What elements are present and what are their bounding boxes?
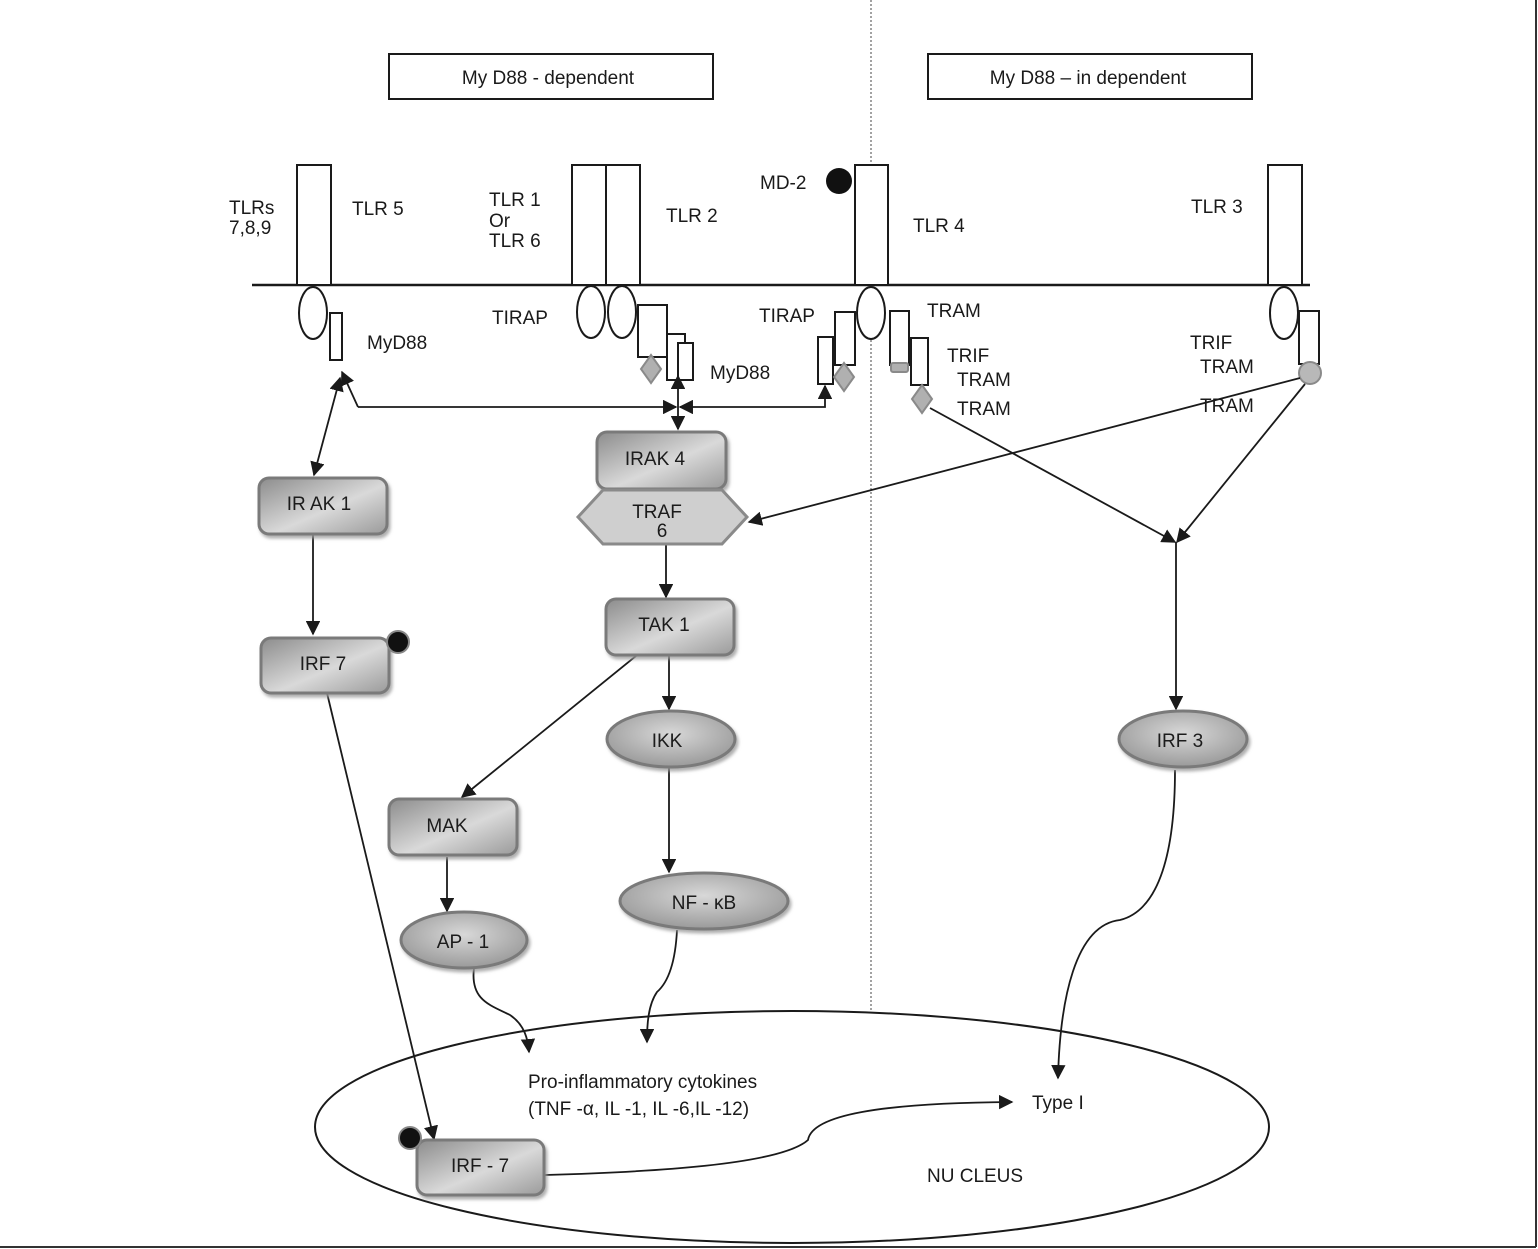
label-trif: TRIF bbox=[947, 346, 989, 367]
md2-dot bbox=[826, 168, 852, 194]
label-tirap-left: TIRAP bbox=[492, 308, 548, 329]
label-tram-a: TRAM bbox=[957, 370, 1011, 391]
adaptor-myd88-tlr4 bbox=[817, 336, 834, 385]
adaptor-tirap-tlr4 bbox=[834, 311, 856, 366]
adaptor-trif-tlr3 bbox=[1298, 310, 1320, 365]
edge-tak1-mak bbox=[460, 655, 637, 798]
node-ap1: AP - 1 bbox=[399, 910, 529, 970]
header-myd88-dependent: My D88 - dependent bbox=[388, 53, 714, 100]
node-irf7-nuclear: IRF - 7 bbox=[415, 1138, 546, 1197]
tram-cap bbox=[890, 362, 909, 373]
header-myd88-dependent-label: My D88 - dependent bbox=[462, 68, 635, 89]
diamond-tlr4-right bbox=[910, 383, 934, 415]
node-ikk-label: IKK bbox=[652, 731, 683, 752]
phosphate-dot-irf7 bbox=[386, 630, 410, 654]
label-tlr1: TLR 1 bbox=[489, 190, 541, 211]
adaptor-tram-tlr4 bbox=[889, 310, 910, 366]
phosphate-dot-irf7-nuclear bbox=[398, 1126, 422, 1150]
edge-trif-irf3-junction bbox=[1176, 383, 1306, 544]
node-traf6-label-1: TRAF bbox=[632, 502, 682, 523]
label-tram-tlr3-a: TRAM bbox=[1200, 357, 1254, 378]
label-myd88-mid: MyD88 bbox=[710, 363, 770, 384]
diamond-tlr2 bbox=[639, 353, 663, 385]
node-nfkb: NF - κB bbox=[618, 871, 790, 931]
label-myd88-left: MyD88 bbox=[367, 333, 427, 354]
receptor-tlr5 bbox=[296, 164, 332, 286]
receptor-tlr3 bbox=[1267, 164, 1303, 286]
label-tirap-right: TIRAP bbox=[759, 306, 815, 327]
node-irak1: IR AK 1 bbox=[257, 476, 389, 536]
node-traf6-label-2: 6 bbox=[657, 521, 668, 542]
label-tlrs: TLRs bbox=[229, 198, 274, 219]
adaptor-tirap-tlr2 bbox=[637, 304, 668, 358]
node-irak1-label: IR AK 1 bbox=[287, 494, 351, 515]
diamond-tlr4-left bbox=[832, 361, 856, 393]
edge-trif-traf6 bbox=[747, 377, 1301, 526]
edge-ap1-cytokines bbox=[472, 967, 536, 1054]
node-irf7: IRF 7 bbox=[259, 636, 391, 695]
node-nfkb-label: NF - κB bbox=[672, 893, 736, 914]
label-cytokines: Pro-inflammatory cytokines bbox=[528, 1072, 757, 1093]
label-md2: MD-2 bbox=[760, 173, 806, 194]
label-tram-tlr3-b: TRAM bbox=[1200, 396, 1254, 417]
label-tram-top: TRAM bbox=[927, 301, 981, 322]
adaptor-trif-tlr4 bbox=[910, 337, 929, 386]
edge-myd88-irak1 bbox=[310, 376, 344, 477]
node-irak4-label: IRAK 4 bbox=[625, 449, 686, 470]
node-ap1-label: AP - 1 bbox=[437, 932, 489, 953]
label-tlr6: TLR 6 bbox=[489, 231, 541, 252]
label-cytokines-list: (TNF -α, IL -1, IL -6,IL -12) bbox=[528, 1099, 749, 1120]
label-tlr3: TLR 3 bbox=[1191, 197, 1243, 218]
node-irf3-label: IRF 3 bbox=[1157, 731, 1203, 752]
node-irf7-nuclear-label: IRF - 7 bbox=[451, 1156, 509, 1177]
label-tlr2: TLR 2 bbox=[666, 206, 718, 227]
tir-domain-tlr2 bbox=[607, 285, 637, 339]
edge-myd88-to-hub bbox=[340, 370, 359, 408]
edge-irf7-type1 bbox=[544, 1094, 1014, 1176]
label-trif-tlr3: TRIF bbox=[1190, 333, 1232, 354]
edge-tram-irf3-junction bbox=[929, 407, 1177, 543]
node-mak: MAK bbox=[387, 797, 519, 857]
header-myd88-independent-label: My D88 – in dependent bbox=[990, 68, 1187, 89]
node-mak-label: MAK bbox=[426, 816, 468, 837]
tir-domain-tlr4 bbox=[856, 286, 886, 340]
tir-domain-tlr3 bbox=[1269, 286, 1299, 340]
node-tak1-label: TAK 1 bbox=[638, 615, 689, 636]
node-irf7-label: IRF 7 bbox=[300, 654, 346, 675]
tram-dot-tlr3 bbox=[1298, 361, 1322, 385]
label-tlr4: TLR 4 bbox=[913, 216, 965, 237]
edge-hub-to-tlr4-myd88 bbox=[678, 384, 833, 415]
node-traf6: TRAF 6 bbox=[575, 488, 750, 546]
receptor-tlr2 bbox=[605, 164, 641, 286]
label-type1: Type I bbox=[1032, 1093, 1084, 1114]
node-tak1: TAK 1 bbox=[604, 597, 736, 657]
edge-nfkb-cytokines bbox=[639, 929, 678, 1044]
label-or: Or bbox=[489, 211, 511, 232]
nucleus-outline bbox=[314, 1010, 1270, 1244]
node-ikk: IKK bbox=[605, 709, 737, 769]
receptor-tlr4 bbox=[854, 164, 889, 286]
edge-irf3-type1 bbox=[1051, 769, 1176, 1080]
label-tlrs-nums: 7,8,9 bbox=[229, 218, 271, 239]
node-irf3: IRF 3 bbox=[1117, 709, 1249, 769]
tir-domain-tlr5 bbox=[298, 286, 328, 340]
tir-domain-tlr1 bbox=[576, 285, 606, 339]
adaptor-myd88-tlr5 bbox=[329, 312, 343, 361]
edge-irf7-nuclear bbox=[326, 692, 438, 1141]
label-tram-b: TRAM bbox=[957, 399, 1011, 420]
header-myd88-independent: My D88 – in dependent bbox=[927, 53, 1253, 100]
adaptor-myd88-tlr2-b bbox=[677, 342, 694, 381]
receptor-tlr1-6 bbox=[571, 164, 607, 286]
label-tlr5: TLR 5 bbox=[352, 199, 404, 220]
node-irak4: IRAK 4 bbox=[595, 430, 728, 491]
label-nucleus: NU CLEUS bbox=[927, 1166, 1023, 1187]
